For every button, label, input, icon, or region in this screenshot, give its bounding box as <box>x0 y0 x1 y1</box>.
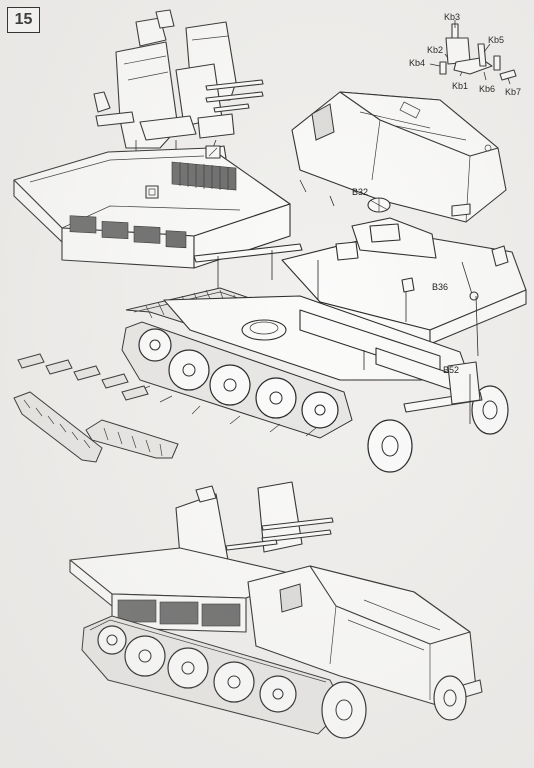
flag-icon <box>205 145 221 159</box>
loose-track-links <box>13 353 179 463</box>
completed-vehicle <box>69 481 483 739</box>
chassis-assembly <box>121 287 509 473</box>
step-number-box: 15 <box>7 7 40 33</box>
step-number: 15 <box>14 11 33 28</box>
cab-upper-hull <box>291 91 507 223</box>
flak-gun-upper-assembly <box>93 9 264 212</box>
kb-subassembly <box>429 20 517 85</box>
cement-icon <box>145 185 159 199</box>
rear-body-platform <box>13 147 303 290</box>
callout-kb1: Kb1 <box>452 81 469 91</box>
callout-b52: B52 <box>443 365 460 375</box>
callout-kb4: Kb4 <box>409 58 426 68</box>
cab-floor-interior <box>281 179 527 381</box>
callout-kb6: Kb6 <box>479 84 496 94</box>
callout-kb7: Kb7 <box>505 87 522 97</box>
callout-b32: B32 <box>352 187 369 197</box>
callout-b36: B36 <box>432 282 449 292</box>
callout-kb2: Kb2 <box>427 45 444 55</box>
callout-kb5: Kb5 <box>488 35 505 45</box>
callout-kb3: Kb3 <box>444 12 461 22</box>
side-grilles <box>69 215 187 249</box>
